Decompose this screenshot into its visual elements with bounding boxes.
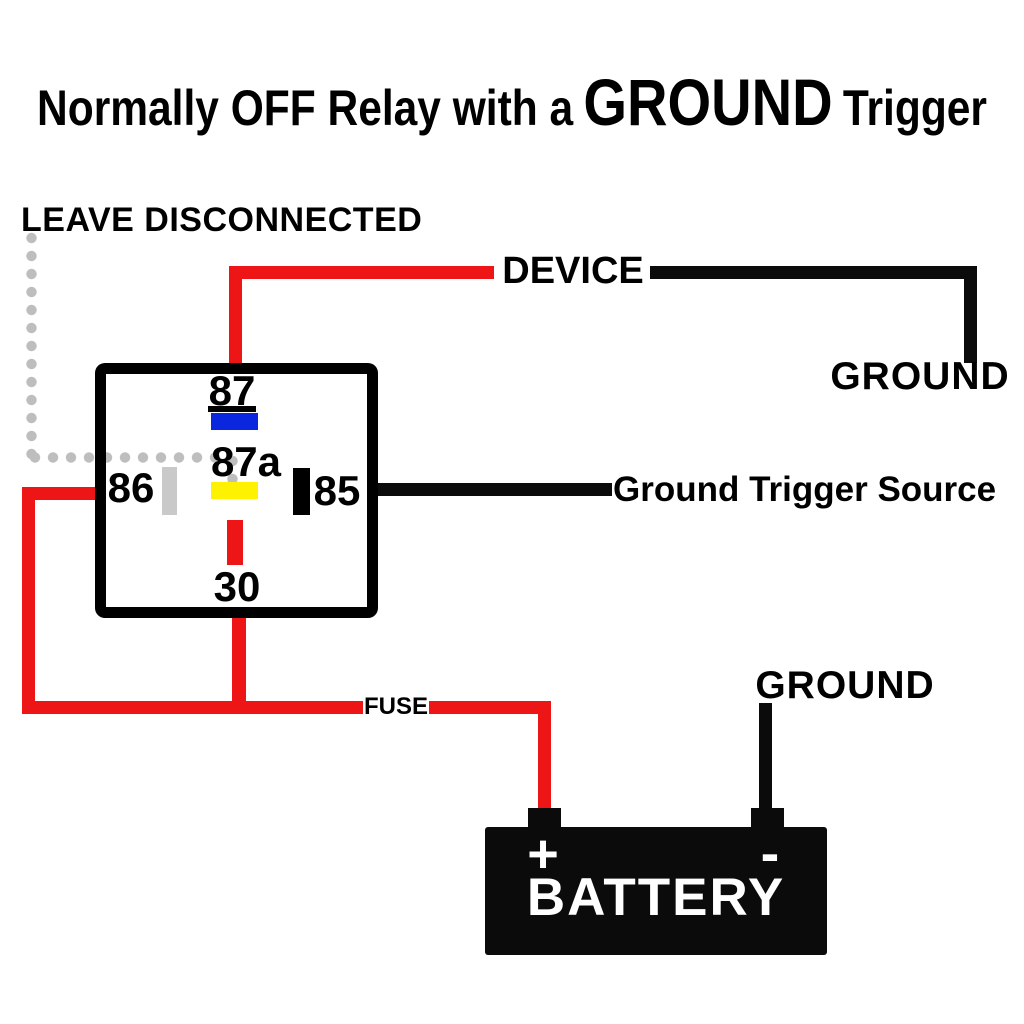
wire-30-down-vertical xyxy=(232,610,246,714)
battery-minus-sign: - xyxy=(760,821,780,884)
device-label: DEVICE xyxy=(502,250,644,292)
pin-30-label: 30 xyxy=(213,563,261,610)
pin-87-terminal-bar xyxy=(211,413,258,430)
pin-87a-terminal-bar xyxy=(211,482,258,499)
wire-device-to-ground-horizontal xyxy=(650,266,977,279)
disconnected-dotted-line-drop xyxy=(227,452,238,492)
battery-plus-sign: + xyxy=(527,824,559,884)
title-emphasis: GROUND xyxy=(583,65,833,139)
wire-87-to-device-vertical xyxy=(229,266,242,366)
pin-30-terminal-bar xyxy=(227,520,243,565)
device-ground-label: GROUND xyxy=(830,355,1010,398)
disconnected-dotted-line-horizontal xyxy=(26,452,233,463)
pin-87-label: 87 xyxy=(208,367,256,414)
battery-box: + - BATTERY xyxy=(485,821,827,955)
disconnected-dotted-line-vertical xyxy=(26,229,37,464)
wire-battery-negative-to-ground xyxy=(759,703,772,809)
wire-86-stub xyxy=(22,487,102,500)
wire-87-to-device-horizontal xyxy=(229,266,494,279)
pin-86-label: 86 xyxy=(107,464,155,511)
title-prefix: Normally OFF Relay with a xyxy=(37,80,574,136)
wire-85-to-trigger-source xyxy=(370,483,612,496)
battery-positive-terminal xyxy=(528,808,561,830)
leave-disconnected-label: LEAVE DISCONNECTED xyxy=(21,201,423,239)
wire-86-down-vertical xyxy=(22,487,35,714)
fuse-label: FUSE xyxy=(363,693,428,720)
pin-86-terminal-bar xyxy=(162,467,177,515)
pin-85-label: 85 xyxy=(313,467,361,514)
wire-bottom-left-horizontal xyxy=(22,701,363,714)
battery-negative-terminal xyxy=(751,808,784,830)
battery-ground-label: GROUND xyxy=(755,664,935,707)
wire-fuse-to-battery-vertical xyxy=(538,701,551,811)
pin-87-underline xyxy=(208,406,256,412)
wire-fuse-to-battery-horizontal xyxy=(429,701,551,714)
pin-87a-label: 87a xyxy=(210,438,282,485)
title-suffix: Trigger xyxy=(842,80,987,136)
relay-box xyxy=(95,363,378,618)
battery-label: BATTERY xyxy=(526,868,786,927)
ground-trigger-source-label: Ground Trigger Source xyxy=(613,470,997,509)
pin-85-terminal-bar xyxy=(293,468,310,515)
wire-device-to-ground-vertical xyxy=(964,266,977,363)
